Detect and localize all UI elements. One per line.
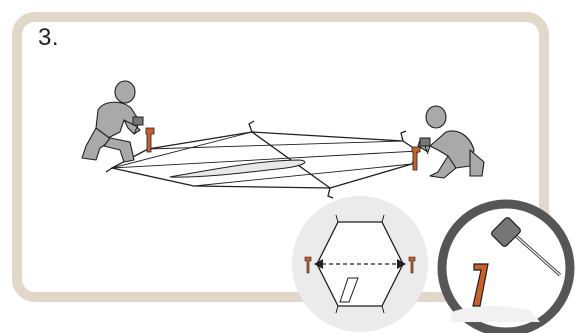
- stake-icon: [472, 263, 489, 307]
- mallet-icon: [491, 217, 561, 277]
- dashed-double-arrow-icon: [314, 259, 406, 269]
- stake-closeup: [437, 199, 575, 333]
- mallet-icon-left: [132, 116, 144, 135]
- hexagon-detail: [292, 196, 428, 332]
- person-left: [81, 80, 141, 163]
- stake-icon-right: [411, 146, 421, 171]
- person-right: [417, 105, 485, 179]
- mallet-icon-right: [419, 137, 431, 155]
- stake-icon-detail-right: [408, 256, 416, 274]
- frame: [12, 12, 549, 302]
- step-number: 3.: [38, 24, 60, 51]
- stake-icon-left: [145, 127, 155, 153]
- stake-icon-detail-left: [304, 256, 312, 274]
